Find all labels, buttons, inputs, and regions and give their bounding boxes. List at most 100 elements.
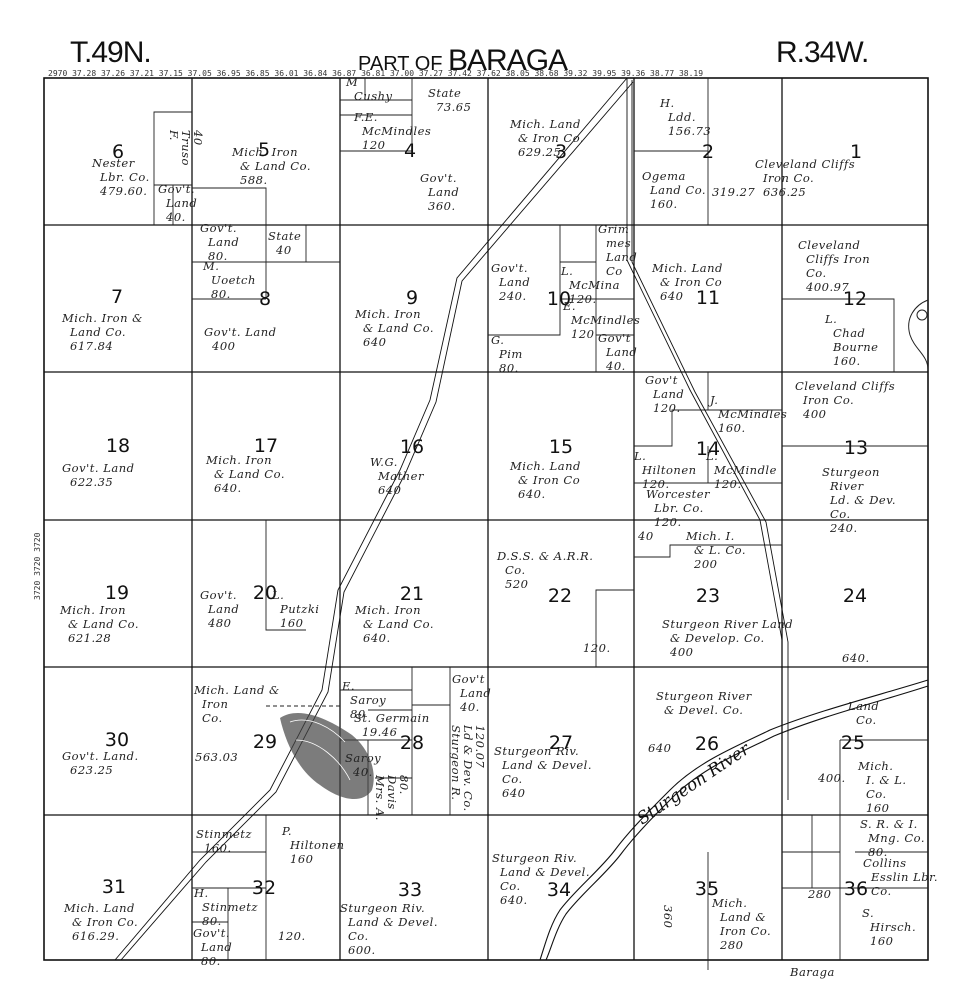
parcel-owner-label: H.Ldd.156.73 xyxy=(659,96,711,138)
section-grid xyxy=(44,78,928,960)
parcel-owner-label: Mich. Iron& Land Co.640 xyxy=(354,307,434,349)
section-number: 33 xyxy=(398,879,422,901)
section-number: 5 xyxy=(258,139,270,161)
parcel-owner-label: Sturgeon River Land& Develop. Co.400 xyxy=(662,617,793,659)
parcel-owner-label: 640 xyxy=(648,741,671,755)
railroad-line xyxy=(114,77,634,961)
section-number: 18 xyxy=(106,435,130,457)
parcel-owner-label: Mich. Iron& Land Co.640. xyxy=(354,603,434,645)
parcel-owner-label: Mich. I.& L. Co.200 xyxy=(685,529,746,571)
parcel-owner-label: Sturgeon Riv.Land & Devel.Co.640. xyxy=(492,851,590,907)
parcel-owner-label: 360 xyxy=(661,905,675,928)
lake xyxy=(280,713,374,800)
parcel-owner-label: Mich. Iron& Land Co.640. xyxy=(205,453,285,495)
parcel-owner-label: Mrs. A.Davis80. xyxy=(373,774,411,821)
parcel-owner-label: 120. xyxy=(583,641,611,655)
section-number: 22 xyxy=(548,585,572,607)
lake-shore-feature xyxy=(908,299,929,371)
county-title: PART OF BARAGA xyxy=(358,44,568,78)
section-number: 2 xyxy=(702,141,714,163)
section-number: 9 xyxy=(406,287,418,309)
section-number: 17 xyxy=(254,435,278,457)
section-number: 25 xyxy=(841,732,865,754)
section-number: 3 xyxy=(555,141,567,163)
section-number: 7 xyxy=(111,286,123,308)
section-number: 27 xyxy=(549,732,573,754)
section-number: 1 xyxy=(850,141,862,163)
footer-note: Baraga xyxy=(789,965,835,979)
parcel-owner-label: Gov't. Land.623.25 xyxy=(62,749,139,777)
section-number: 12 xyxy=(843,288,867,310)
parcel-owner-label: Mich. Land& Iron Co.616.29. xyxy=(63,901,138,943)
left-edge-measures: 3720 3720 3720 xyxy=(33,532,42,600)
parcel-owner-label: Mich. Iron& Land Co.621.28 xyxy=(59,603,139,645)
section-number: 8 xyxy=(259,288,271,310)
parcel-owner-label: S. R. & I.Mng. Co.80. xyxy=(860,817,925,859)
section-number: 11 xyxy=(696,287,720,309)
section-number: 20 xyxy=(253,582,277,604)
section-number: 26 xyxy=(695,733,719,755)
parcel-owner-label: 280 xyxy=(807,887,831,901)
parcel-owner-label: Mich.Land &Iron Co.280 xyxy=(711,896,771,952)
section-number: 34 xyxy=(547,879,571,901)
range-label: R.34W. xyxy=(776,36,869,69)
section-number: 21 xyxy=(400,583,424,605)
parcel-owner-label: Mich.I. & L.Co.160 xyxy=(857,759,907,815)
parcel-owner-label: Sturgeon River& Devel. Co. xyxy=(656,689,753,717)
section-number: 10 xyxy=(547,288,571,310)
section-number: 30 xyxy=(105,729,129,751)
parcel-owner-label: 640. xyxy=(842,651,870,665)
section-number: 16 xyxy=(400,436,424,458)
township-label: T.49N. xyxy=(70,36,152,69)
sturgeon-river xyxy=(539,679,929,961)
parcel-owner-label: D.S.S. & A.R.R.Co.520 xyxy=(496,549,593,591)
